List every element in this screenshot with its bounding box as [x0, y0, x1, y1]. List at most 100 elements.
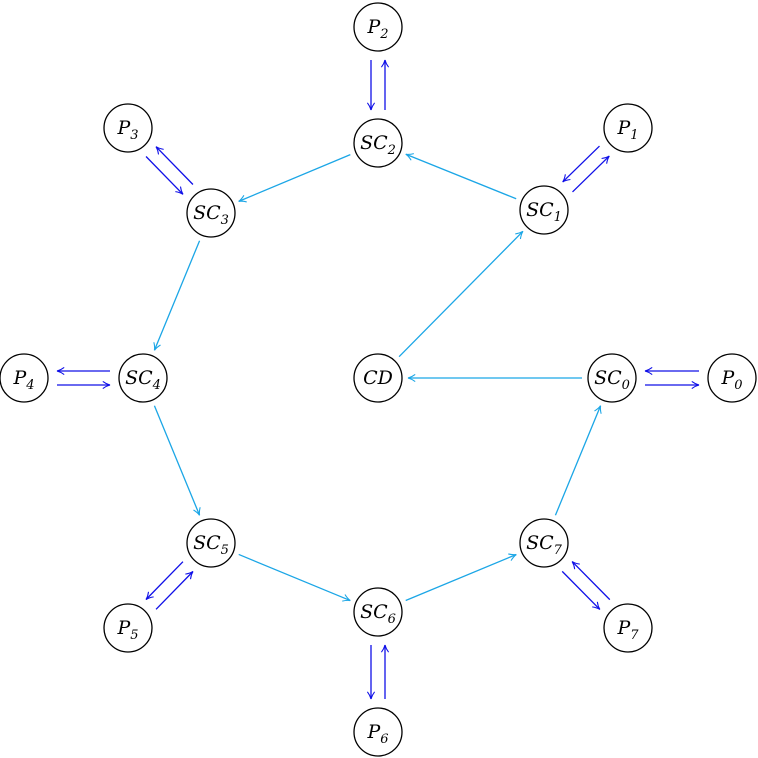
node-sc0: SC0 [587, 353, 637, 403]
edge-sc5-to-p5 [145, 561, 184, 600]
node-label-base: P [116, 617, 131, 639]
node-label-subscript: 1 [554, 210, 562, 225]
node-label-base: P [12, 367, 27, 389]
node-label-base: SC [360, 601, 388, 623]
node-circle [103, 603, 153, 653]
node-p7: P7 [603, 603, 653, 653]
node-p4: P4 [0, 353, 49, 403]
node-label: P5 [116, 617, 138, 643]
node-circle [353, 587, 403, 637]
node-label-base: SC [193, 532, 221, 554]
node-label-base: SC [526, 199, 554, 221]
node-label-subscript: 4 [152, 378, 161, 393]
node-label-base: P [720, 367, 735, 389]
node-label: SC3 [193, 202, 229, 228]
node-circle [353, 118, 403, 168]
ring-edge-sc4-to-sc5 [153, 405, 201, 516]
node-circle [603, 603, 653, 653]
node-sc4: SC4 [118, 353, 168, 403]
node-sc6: SC6 [353, 587, 403, 637]
ring-edge-sc5-to-sc6 [238, 553, 351, 602]
node-circle [353, 2, 403, 52]
node-label-subscript: 1 [630, 128, 638, 143]
node-label: SC0 [594, 367, 630, 393]
node-label: SC2 [360, 132, 396, 158]
node-label: P1 [616, 117, 638, 143]
node-label: SC6 [360, 601, 396, 627]
node-label: P2 [366, 16, 388, 42]
edge-sc7-to-p7 [561, 570, 601, 610]
node-circle [186, 188, 236, 238]
node-label: P4 [12, 367, 34, 393]
edge-p3-to-sc3 [145, 156, 184, 195]
node-label: P6 [366, 721, 388, 747]
ring-edge-sc7-to-sc0 [554, 405, 602, 516]
node-label-subscript: 6 [388, 612, 396, 627]
node-label-base: SC [594, 367, 622, 389]
edge-sc1-to-p1 [572, 155, 610, 193]
node-label: SC7 [526, 532, 563, 558]
node-label-base: P [616, 617, 631, 639]
node-circle [707, 353, 757, 403]
ring-edge-sc2-to-sc3 [238, 153, 351, 203]
ring-edge-cd-to-sc1 [398, 230, 524, 358]
edge-p5-to-sc5 [155, 571, 194, 610]
ring-edge-sc1-to-sc2 [405, 153, 517, 200]
node-label-subscript: 7 [630, 628, 639, 643]
node-circle [353, 353, 403, 403]
node-p1: P1 [603, 103, 653, 153]
node-circle [103, 103, 153, 153]
node-label-base: P [366, 721, 381, 743]
node-sc1: SC1 [519, 185, 569, 235]
node-label: P7 [616, 617, 639, 643]
node-sc5: SC5 [186, 518, 236, 568]
node-label-base: CD [363, 367, 393, 389]
node-label-subscript: 5 [130, 628, 138, 643]
node-label-subscript: 7 [554, 543, 563, 558]
node-p3: P3 [103, 103, 153, 153]
node-sc3: SC3 [186, 188, 236, 238]
edge-p1-to-sc1 [562, 145, 600, 183]
ring-edge-sc3-to-sc4 [153, 240, 201, 351]
edges-layer [56, 59, 700, 700]
node-circle [587, 353, 637, 403]
node-label-base: SC [193, 202, 221, 224]
node-sc2: SC2 [353, 118, 403, 168]
node-label: P0 [720, 367, 742, 393]
node-label-subscript: 6 [380, 732, 388, 747]
node-p6: P6 [353, 707, 403, 757]
node-label: SC5 [193, 532, 229, 558]
node-label-subscript: 0 [622, 378, 630, 393]
node-label: SC1 [526, 199, 562, 225]
node-p0: P0 [707, 353, 757, 403]
node-label-base: P [116, 117, 131, 139]
node-label-base: SC [526, 532, 554, 554]
node-label: SC4 [125, 367, 161, 393]
node-label: CD [363, 367, 393, 389]
node-label-base: SC [360, 132, 388, 154]
node-circle [519, 185, 569, 235]
node-circle [0, 353, 49, 403]
node-label-subscript: 3 [221, 213, 229, 228]
ring-edge-sc6-to-sc7 [405, 553, 517, 602]
node-label: P3 [116, 117, 138, 143]
node-label-base: P [616, 117, 631, 139]
node-circle [353, 707, 403, 757]
node-sc7: SC7 [519, 518, 569, 568]
node-label-base: P [366, 16, 381, 38]
node-cd: CD [353, 353, 403, 403]
node-label-subscript: 3 [130, 128, 138, 143]
node-circle [118, 353, 168, 403]
edge-sc3-to-p3 [155, 146, 194, 185]
edge-p7-to-sc7 [571, 561, 611, 601]
node-label-subscript: 4 [25, 378, 34, 393]
node-circle [519, 518, 569, 568]
node-label-subscript: 2 [379, 27, 388, 42]
node-circle [603, 103, 653, 153]
node-label-subscript: 2 [387, 143, 396, 158]
node-label-subscript: 5 [221, 543, 229, 558]
node-label-base: SC [125, 367, 153, 389]
node-p2: P2 [353, 2, 403, 52]
